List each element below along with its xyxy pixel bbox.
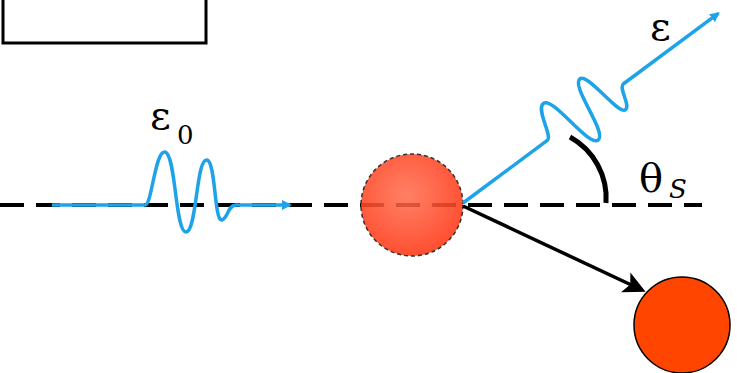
angle-symbol: θ: [638, 158, 664, 198]
subscript: S: [668, 176, 688, 202]
subscript: 0: [177, 122, 194, 148]
target-particle: [361, 154, 463, 256]
recoil-particle: [634, 277, 730, 373]
frame-box: [3, 0, 206, 43]
recoil-arrow: [463, 206, 642, 290]
incident-photon: [52, 152, 290, 232]
energy-symbol: ε: [650, 6, 671, 46]
energy-symbol: ε: [150, 95, 171, 135]
angle-arc: [570, 137, 606, 203]
scattered-photon: [444, 0, 736, 227]
